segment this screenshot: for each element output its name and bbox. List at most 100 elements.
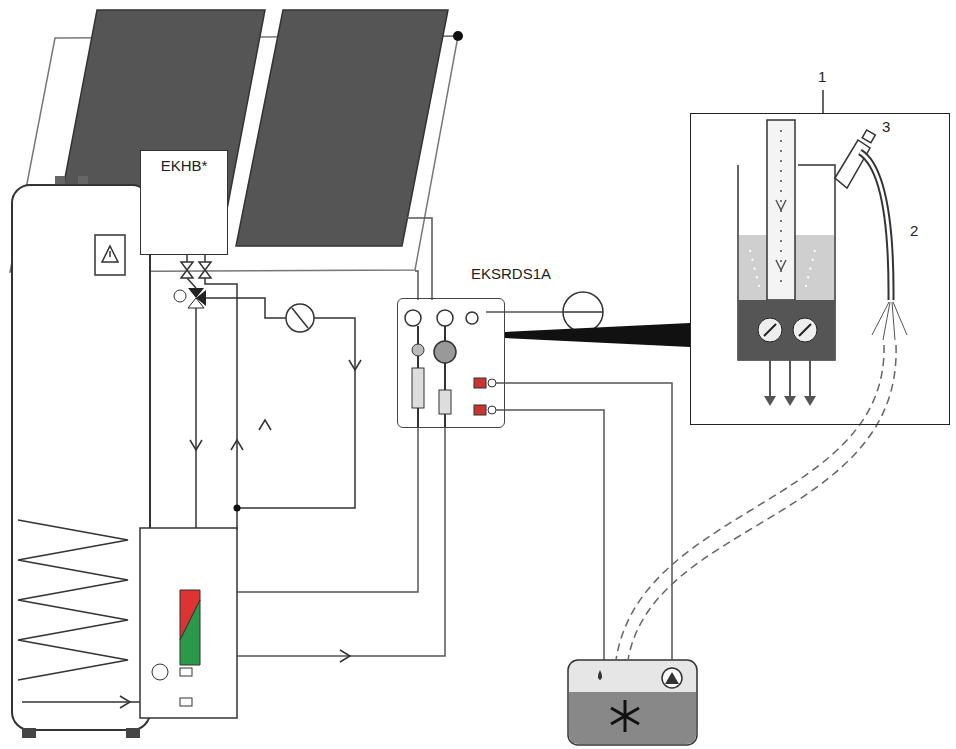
pipe bbox=[205, 278, 237, 530]
solar-panel bbox=[236, 10, 448, 246]
snowflake-arm bbox=[611, 708, 639, 724]
pressure-gauge bbox=[405, 310, 421, 326]
pump-symbol bbox=[152, 664, 168, 680]
spray-line bbox=[872, 302, 889, 335]
pipe bbox=[22, 701, 140, 703]
shutoff-valve bbox=[181, 262, 193, 278]
inlet-tube bbox=[767, 120, 795, 300]
flow-arrow bbox=[764, 396, 776, 406]
port-screw bbox=[793, 318, 817, 342]
callout-number: 2 bbox=[910, 222, 918, 240]
flow-arrow bbox=[776, 200, 786, 210]
three-way-valve bbox=[188, 298, 204, 308]
drain-valve bbox=[474, 405, 486, 415]
flow-arrow bbox=[340, 650, 350, 662]
sensor-symbol bbox=[180, 698, 192, 706]
storage-tank bbox=[12, 185, 150, 730]
outflow-line bbox=[809, 360, 811, 398]
detail-wedge bbox=[505, 323, 690, 347]
pipe bbox=[187, 278, 196, 288]
vessel-membrane bbox=[563, 311, 603, 313]
warning-mark bbox=[109, 251, 111, 257]
pump-mark bbox=[665, 672, 679, 684]
vent-hose bbox=[860, 152, 891, 300]
flow-arrow bbox=[776, 260, 786, 270]
bubbles bbox=[750, 250, 760, 290]
fill-valve bbox=[474, 378, 486, 388]
pipe bbox=[496, 383, 672, 668]
drain-hose bbox=[628, 345, 896, 660]
port bbox=[488, 406, 496, 414]
flow-arrow bbox=[784, 396, 796, 406]
detail-wedge bbox=[505, 323, 690, 347]
junction-dot bbox=[234, 505, 241, 512]
heat-exchanger-cold bbox=[180, 600, 200, 665]
outflow-line bbox=[789, 360, 791, 398]
valve-symbol bbox=[412, 344, 424, 356]
pipe bbox=[237, 318, 355, 508]
flow-arrow bbox=[120, 696, 130, 708]
spray-line bbox=[893, 302, 907, 335]
drop-symbol bbox=[598, 670, 602, 680]
pipe bbox=[237, 428, 445, 656]
callout-number: 3 bbox=[882, 118, 890, 136]
flow-arrow bbox=[259, 420, 271, 430]
pump-symbol bbox=[662, 668, 682, 688]
temperature-gauge bbox=[437, 310, 453, 326]
heating-circuit-pump bbox=[286, 304, 314, 332]
pipe bbox=[486, 311, 563, 313]
valve-motor bbox=[174, 290, 186, 302]
vent-spout bbox=[835, 140, 870, 188]
port bbox=[488, 379, 496, 387]
flow-arrow bbox=[231, 440, 243, 450]
pipe bbox=[204, 255, 206, 262]
pipe bbox=[404, 218, 432, 300]
warning-label bbox=[95, 235, 125, 275]
flow-arrow bbox=[804, 396, 816, 406]
part-code: 1 bbox=[818, 68, 826, 86]
sensor-symbol bbox=[180, 668, 192, 676]
snowflake-arm bbox=[611, 708, 639, 724]
tank-coil bbox=[18, 520, 128, 680]
drain-hose bbox=[616, 345, 884, 660]
vent-hose-core bbox=[860, 152, 891, 300]
air-separator bbox=[412, 368, 424, 408]
pipe bbox=[195, 308, 197, 528]
pump-station: EKSRDS1A bbox=[397, 298, 505, 428]
port-screw bbox=[758, 318, 782, 342]
controller-unit: EKHB* bbox=[140, 150, 228, 255]
sensor-dot bbox=[453, 31, 463, 41]
shutoff-valve bbox=[199, 262, 211, 278]
pump-mark bbox=[292, 308, 308, 328]
pipe bbox=[206, 298, 286, 318]
detail-inset: 1 bbox=[690, 113, 950, 425]
drainback-tank bbox=[568, 660, 697, 745]
pipe bbox=[415, 271, 418, 300]
screw-slot bbox=[799, 324, 811, 336]
tank-foot bbox=[126, 728, 140, 738]
heat-exchanger-unit bbox=[140, 528, 237, 718]
spray-line bbox=[892, 302, 895, 340]
part-code: EKSRDS1A bbox=[471, 265, 551, 283]
pipe bbox=[496, 410, 604, 665]
flow-arrow bbox=[349, 360, 361, 370]
flow-arrow bbox=[190, 440, 202, 450]
glycol-liquid bbox=[569, 692, 696, 744]
screw-slot bbox=[764, 324, 776, 336]
vessel-base bbox=[738, 300, 835, 360]
vent-cap bbox=[862, 130, 875, 143]
unit-label: EKHB* bbox=[141, 151, 227, 175]
warning-triangle bbox=[102, 246, 118, 262]
spray-line bbox=[883, 302, 890, 340]
pipe bbox=[186, 255, 188, 262]
callout-leader bbox=[822, 90, 824, 113]
pump-symbol bbox=[434, 341, 456, 363]
spray-lines bbox=[872, 302, 907, 340]
outflow-line bbox=[769, 360, 771, 398]
expansion-vessel bbox=[563, 292, 603, 332]
safety-valve bbox=[466, 312, 478, 324]
tank-foot bbox=[22, 728, 36, 738]
bubbles bbox=[805, 250, 815, 290]
flow-meter bbox=[439, 390, 451, 414]
